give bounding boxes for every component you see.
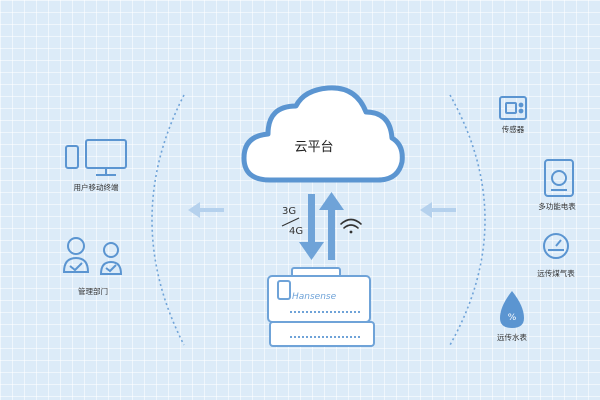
- network-4g-label: 4G: [289, 226, 303, 237]
- remote-water-meter-icon: %: [500, 291, 524, 328]
- multifunction-meter-label: 多功能电表: [538, 202, 576, 211]
- right-dashed-arc: [449, 94, 486, 346]
- cloud-shape: [241, 85, 405, 183]
- remote-water-meter-label: 远传水表: [497, 333, 527, 342]
- sensor-icon: [499, 96, 527, 120]
- network-divider: [281, 217, 300, 227]
- multifunction-meter-icon: [544, 159, 574, 197]
- remote-gas-meter-icon: [543, 233, 569, 259]
- left-dashed-arc: [151, 94, 185, 346]
- management-dept-icon: [62, 237, 123, 275]
- sensor-label: 传感器: [501, 125, 525, 134]
- right-side-arrow: [420, 202, 456, 218]
- controller-device: [267, 267, 375, 347]
- wifi-icon: [340, 218, 362, 234]
- management-dept-label: 管理部门: [78, 287, 108, 296]
- left-arrow: [188, 202, 224, 218]
- cloud-platform-label: 云平台: [294, 140, 334, 155]
- network-3g-label: 3G: [282, 206, 296, 217]
- device-brand-text: Hansense: [292, 292, 337, 302]
- water-percent-glyph: %: [508, 313, 517, 323]
- data-transfer-arrows: [299, 192, 344, 260]
- mobile-terminal-label: 用户移动终端: [73, 183, 119, 192]
- mobile-terminal-icon: [65, 139, 127, 176]
- remote-gas-meter-label: 远传煤气表: [537, 269, 575, 278]
